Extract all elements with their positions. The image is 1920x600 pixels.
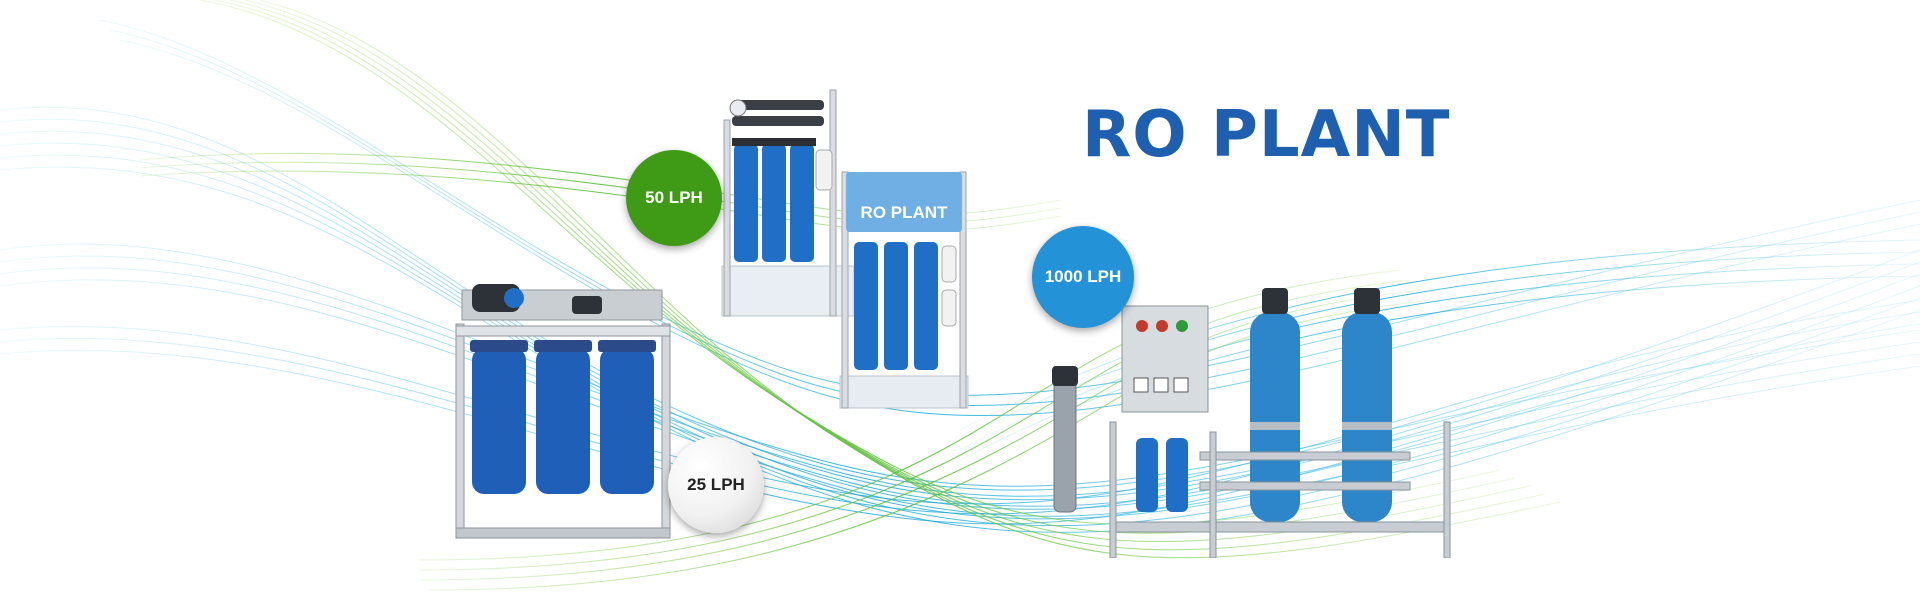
badge-25-lph: 25 LPH [668,437,764,533]
ro-industrial-plant-1000-lph [1050,282,1464,558]
ro-unit-50-lph-open-graphic [721,89,855,317]
ro-unit-50-lph-cabinet-graphic: RO PLANT [839,171,969,409]
ro-industrial-plant-1000-lph-graphic [1052,288,1451,558]
cyan-wave-band [0,19,1920,533]
ro-unit-50-lph-cabinet: RO PLANT [838,166,970,410]
cabinet-panel-label: RO PLANT [861,203,949,222]
ro-unit-25-lph [452,282,674,540]
badge-1000-lph: 1000 LPH [1032,226,1134,328]
ro-unit-50-lph-open [718,80,858,320]
ro-unit-25-lph-graphic [455,284,671,539]
page-title: RO PLANT [1082,98,1451,172]
badge-50-lph: 50 LPH [626,150,722,246]
